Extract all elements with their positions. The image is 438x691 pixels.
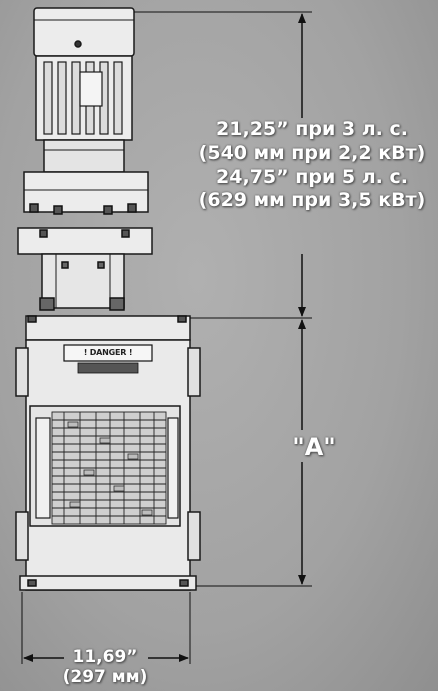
danger-plate-text: ! DANGER ! xyxy=(83,348,133,357)
dimension-lines xyxy=(21,11,312,664)
housing-top-plate xyxy=(25,315,191,341)
height-line-4: (629 мм при 3,5 кВт) xyxy=(198,189,426,212)
motor-top-cap xyxy=(33,7,135,57)
width-line-2: (297 мм) xyxy=(62,666,148,687)
danger-plate xyxy=(63,344,153,374)
height-line-2: (540 мм при 2,2 кВт) xyxy=(198,141,426,164)
motor-lower-band xyxy=(43,139,125,173)
housing-bottom-flange xyxy=(19,575,197,591)
height-line-1: 21,25” при 3 л. с. xyxy=(216,118,408,140)
dimension-a-label: "A" xyxy=(292,433,336,461)
motor xyxy=(17,7,153,311)
width-line-1: 11,69” xyxy=(72,647,138,667)
height-line-3: 24,75” при 5 л. с. xyxy=(216,165,408,188)
coupling-plate xyxy=(17,227,153,255)
cutter-stack xyxy=(51,411,167,525)
grinder-housing xyxy=(15,315,201,591)
overall-height-label: 21,25” при 3 л. с. (540 мм при 2,2 кВт) … xyxy=(186,118,438,213)
width-label: 11,69” (297 мм) xyxy=(40,647,170,687)
